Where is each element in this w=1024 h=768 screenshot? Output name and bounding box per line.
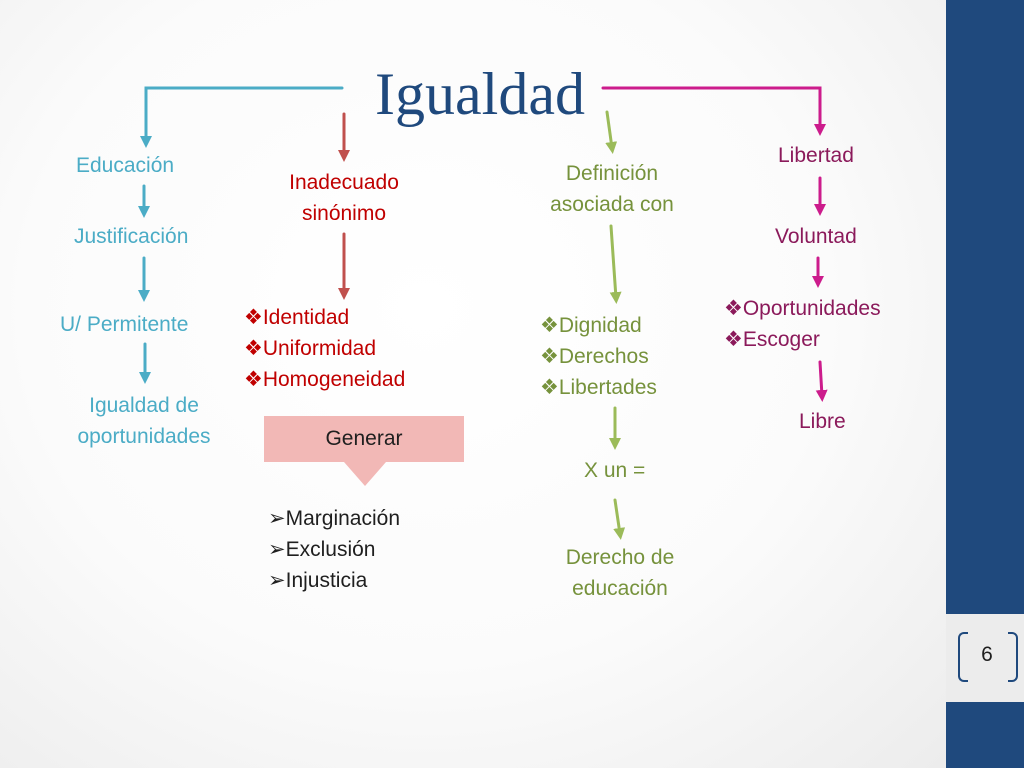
col3-last: Derecho de educación [540, 542, 700, 604]
col2-heading-line2: sinónimo [301, 202, 387, 225]
diamond-bullet-icon: ❖ [724, 328, 743, 351]
diamond-bullet-icon: ❖ [724, 297, 743, 320]
arrow-xun-derecho [613, 498, 626, 540]
slide-background [0, 0, 946, 768]
col4-item-libre: Libre [799, 410, 846, 433]
col4-list: ❖Oportunidades ❖Escoger [724, 293, 881, 355]
col1-item-permitente: U/ Permitente [60, 313, 189, 336]
col3-last-line2: educación [572, 577, 668, 600]
page-bracket-right [1008, 632, 1018, 682]
diamond-bullet-icon: ❖ [540, 345, 559, 368]
arrow-igualdad-libertad [601, 86, 826, 136]
list-item: ➢Exclusión [268, 538, 376, 561]
col2-heading: Inadecuado sinónimo [264, 167, 424, 229]
arrow-bullet-icon: ➢ [268, 507, 286, 530]
page-number: 6 [981, 643, 993, 666]
list-item: ❖Libertades [540, 376, 657, 399]
list-item: ❖Escoger [724, 328, 820, 351]
generar-box: Generar [264, 416, 464, 462]
page-bracket-left [958, 632, 968, 682]
list-item: ❖Derechos [540, 345, 649, 368]
col3-last-line1: Derecho de [565, 546, 675, 569]
diamond-bullet-icon: ❖ [540, 314, 559, 337]
col2-heading-line1: Inadecuado [289, 171, 399, 194]
list-item: ➢Marginación [268, 507, 401, 530]
col4-item-libertad: Libertad [778, 144, 854, 167]
col3-heading-line2: asociada con [550, 193, 674, 216]
diamond-bullet-icon: ❖ [244, 337, 263, 360]
arrow-lista-libre [815, 360, 828, 402]
col3-equation: X un = [584, 459, 646, 482]
col2-results: ➢Marginación ➢Exclusión ➢Injusticia [268, 503, 400, 596]
arrow-bullet-icon: ➢ [268, 538, 286, 561]
col3-list: ❖Dignidad ❖Derechos ❖Libertades [540, 310, 657, 403]
col3-heading-line1: Definición [565, 162, 659, 185]
col4-item-voluntad: Voluntad [775, 225, 857, 248]
arrow-igualdad-educacion [140, 86, 344, 148]
col1-last-line1: Igualdad de [89, 394, 199, 417]
col3-heading: Definición asociada con [532, 158, 692, 220]
arrow-bullet-icon: ➢ [268, 569, 286, 592]
list-item: ❖Oportunidades [724, 297, 881, 320]
col1-item-educacion: Educación [76, 154, 175, 177]
list-item: ❖Dignidad [540, 314, 642, 337]
list-item: ❖Identidad [244, 306, 350, 329]
diamond-bullet-icon: ❖ [244, 368, 263, 391]
list-item: ➢Injusticia [268, 569, 368, 592]
col2-list: ❖Identidad ❖Uniformidad ❖Homogeneidad [244, 302, 405, 395]
arrow-definicion-lista [609, 224, 622, 304]
list-item: ❖Uniformidad [244, 337, 377, 360]
diamond-bullet-icon: ❖ [244, 306, 263, 329]
page-title: Igualdad [375, 61, 585, 127]
connector-lines [138, 86, 828, 540]
generar-arrow-icon [344, 462, 386, 486]
diamond-bullet-icon: ❖ [540, 376, 559, 399]
arrow-igualdad-definicion [605, 110, 618, 154]
col1-last-line2: oportunidades [77, 425, 211, 448]
col1-item-justificacion: Justificación [74, 225, 189, 248]
list-item: ❖Homogeneidad [244, 368, 406, 391]
col1-last: Igualdad de oportunidades [54, 390, 234, 452]
